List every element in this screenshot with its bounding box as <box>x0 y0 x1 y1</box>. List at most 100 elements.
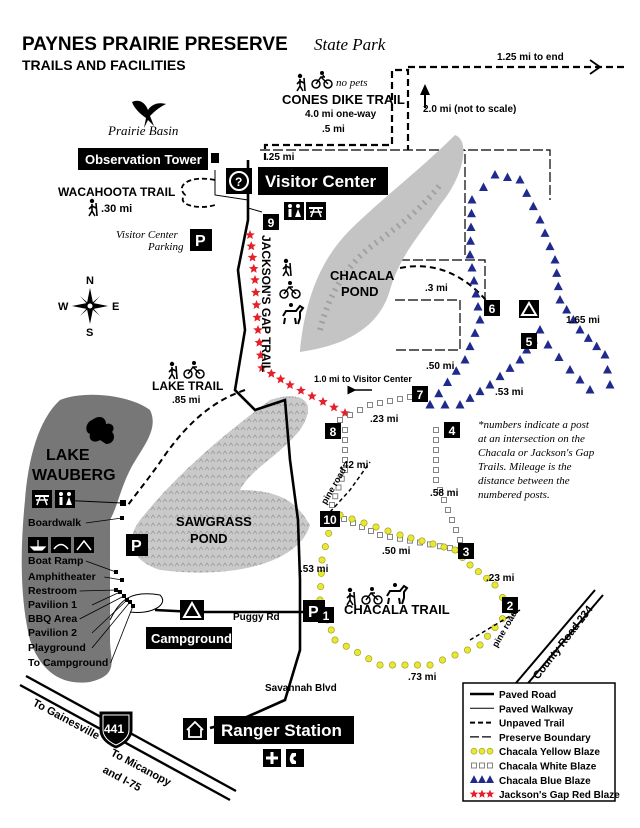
white-blaze-square <box>449 517 455 523</box>
yellow-blaze-dot <box>466 561 474 569</box>
chacala-blue-blaze-trail <box>425 170 615 409</box>
red-blaze-star <box>329 402 339 412</box>
blue-blaze-triangle <box>469 775 479 783</box>
legend-label: Preserve Boundary <box>499 733 591 744</box>
visitor-center-parking-label: Visitor Center <box>116 229 179 241</box>
jacksons-gap-red-blaze-trail <box>245 230 350 417</box>
facility-boardwalk: Boardwalk <box>28 516 124 529</box>
visitor-center-banner <box>258 167 388 195</box>
blue-blaze-triangle <box>451 366 461 375</box>
facility-playground: Playground <box>28 600 132 654</box>
blue-blaze-triangle <box>543 340 553 349</box>
lake-trail-label: LAKE TRAIL <box>152 379 223 393</box>
distance-to-end: 1.25 mi to end <box>497 52 564 63</box>
blue-blaze-triangle <box>515 175 525 184</box>
post-number: 3 <box>463 545 470 559</box>
blue-blaze-triangle <box>475 386 485 396</box>
prairie-basin-label: Prairie Basin <box>107 123 178 138</box>
yellow-blaze-dot <box>413 661 421 669</box>
yellow-blaze-dot <box>491 581 499 589</box>
white-blaze-square <box>433 457 439 463</box>
blue-blaze-triangle <box>535 215 545 224</box>
white-blaze-square <box>342 437 348 443</box>
post-number: 9 <box>268 216 275 230</box>
campground-banner <box>146 627 232 649</box>
alligator-icon <box>86 417 114 444</box>
blue-blaze-triangle <box>475 315 485 324</box>
blue-blaze-triangle <box>460 355 470 364</box>
blue-blaze-triangle <box>471 289 481 298</box>
post-marker-3: 3 <box>458 543 474 559</box>
white-blaze-square <box>433 437 439 443</box>
yellow-blaze-dot <box>401 661 409 669</box>
yellow-blaze-dot <box>396 531 404 539</box>
compass-n: N <box>86 275 94 287</box>
blue-blaze-triangle <box>545 241 555 251</box>
us-441-label: 441 <box>104 722 124 736</box>
facility-label: Pavilion 2 <box>28 627 77 639</box>
lake-trail-path <box>127 389 246 506</box>
facility-bbq-area: BBQ Area <box>28 594 126 625</box>
yellow-blaze-dot <box>407 534 415 542</box>
compass-s: S <box>86 327 93 339</box>
distance-label: .50 mi <box>382 546 411 557</box>
ranger-house-icon <box>186 720 204 738</box>
blue-blaze-triangle <box>490 170 500 179</box>
legend-label: Chacala White Blaze <box>499 762 597 773</box>
blue-blaze-triangle <box>540 228 550 237</box>
distance-label: .73 mi <box>408 672 437 683</box>
blue-blaze-triangle <box>466 236 475 245</box>
savannah-blvd-label: Savannah Blvd <box>265 683 337 694</box>
yellow-blaze-dot <box>318 556 326 564</box>
distance-label: .50 mi <box>426 361 455 372</box>
bicycle-icon <box>311 71 333 89</box>
blue-blaze-triangle <box>575 375 585 384</box>
blue-blaze-triangle <box>585 385 595 394</box>
post-marker-10: 10 <box>320 511 340 527</box>
blue-blaze-triangle <box>535 325 545 334</box>
hiker-icon <box>168 361 178 380</box>
bicycle-icon <box>361 587 383 605</box>
sawgrass-pond-label: SAWGRASS <box>176 514 252 529</box>
compass-w: W <box>58 301 69 313</box>
first-aid-icon <box>266 752 278 764</box>
picnic-icon <box>306 202 326 220</box>
svg-text:P: P <box>308 604 319 621</box>
facility-restroom: Restroom <box>28 585 118 597</box>
blue-blaze-triangle <box>522 345 532 354</box>
hiker-icon <box>88 198 98 217</box>
red-blaze-star <box>307 391 317 401</box>
note-line: distance between the <box>478 475 570 487</box>
red-blaze-star <box>251 300 262 309</box>
distance-label: 1.65 mi <box>566 315 600 326</box>
yellow-blaze-dot <box>438 656 446 664</box>
red-blaze-star <box>251 287 261 297</box>
yellow-blaze-dot <box>429 540 437 548</box>
blue-blaze-triangle <box>515 355 525 364</box>
post-number: 4 <box>449 424 456 438</box>
map-title: PAYNES PRAIRIE PRESERVE State Park TRAIL… <box>22 34 386 73</box>
blue-blaze-triangle <box>600 350 610 359</box>
yellow-blaze-dot <box>325 529 333 537</box>
blue-blaze-triangle <box>466 222 476 231</box>
visitor-center-parking-label-2: Parking <box>147 241 184 253</box>
yellow-blaze-dot <box>476 641 484 649</box>
sawgrass-pond-label-2: POND <box>190 531 228 546</box>
distance-label: .5 mi <box>322 124 345 135</box>
blue-blaze-triangle <box>467 195 477 204</box>
compass-e: E <box>112 301 119 313</box>
yellow-blaze-dot <box>353 648 361 656</box>
note-line: numbered posts. <box>478 489 550 501</box>
white-blaze-square <box>337 417 343 423</box>
hiker-icon <box>346 587 356 606</box>
blue-blaze-triangle <box>485 380 495 389</box>
yellow-blaze-dot <box>483 632 491 640</box>
distance-not-to-scale: 2.0 mi (not to scale) <box>423 104 516 115</box>
observation-tower-banner <box>78 148 208 170</box>
legend-yellow-blaze: Chacala Yellow Blaze <box>470 747 600 758</box>
blue-blaze-triangle <box>550 255 560 264</box>
blue-blaze-triangle <box>603 365 612 374</box>
bird-icon <box>132 100 166 128</box>
blue-blaze-triangle <box>565 365 575 374</box>
yellow-blaze-dot <box>331 636 339 644</box>
